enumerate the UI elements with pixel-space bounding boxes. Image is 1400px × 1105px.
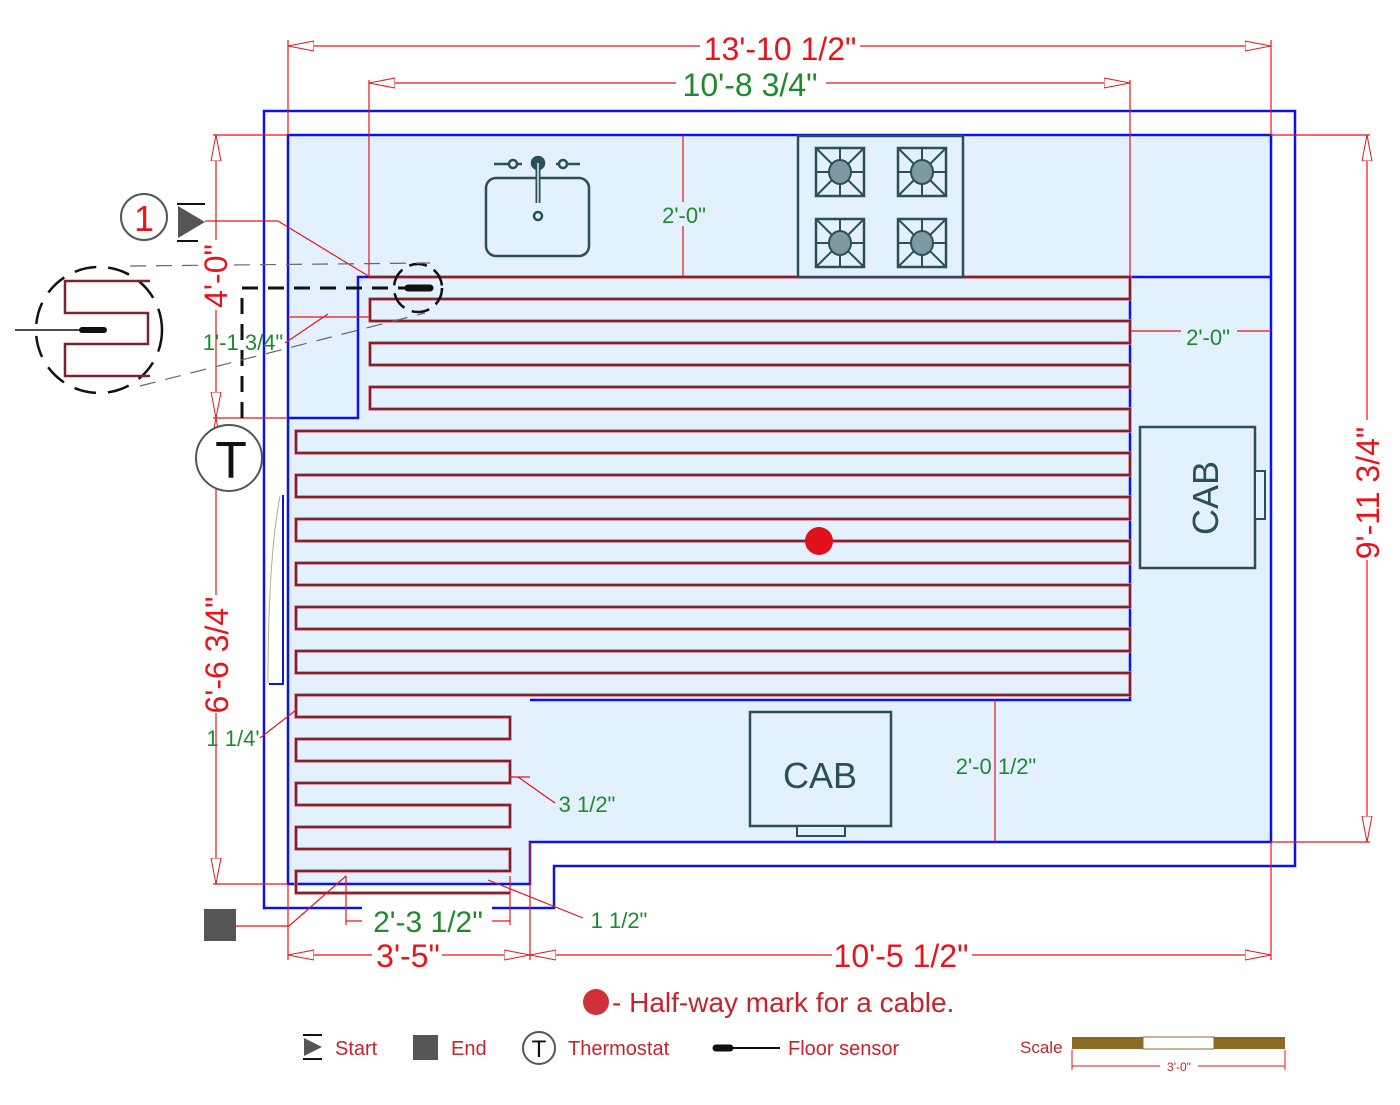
dimension-labels: 13'-10 1/2" 10'-8 3/4" 9'-11 3/4" 4'-0" … [198, 28, 1386, 974]
legend-label-floor-sensor: Floor sensor [788, 1038, 899, 1060]
start-icon [178, 206, 205, 238]
legend-label-end: End [451, 1038, 487, 1060]
dim-lower-run-width: 2'-3 1/2" [373, 906, 483, 939]
cabinet-right-label: CAB [1185, 461, 1226, 535]
cable-path [294, 275, 1132, 895]
dim-cable-area-width: 10'-8 3/4" [683, 67, 818, 103]
dim-bottom-right-width: 10'-5 1/2" [834, 938, 969, 974]
scale-length: 3'-0" [1167, 1060, 1191, 1074]
dim-bottom-left-width: 3'-5" [376, 938, 440, 974]
cabinet-bottom: CAB [748, 710, 893, 837]
thermostat-icon [522, 1031, 556, 1065]
dim-left-lower-height: 6'-6 3/4" [199, 596, 235, 713]
legend-item-start: Start [303, 1034, 378, 1060]
scale-bar: Scale 3'-0" [1020, 1036, 1286, 1074]
cooktop-icon [796, 134, 965, 279]
scale-label: Scale [1020, 1038, 1063, 1057]
sink-icon [484, 155, 591, 258]
legend-item-end: End [413, 1035, 487, 1060]
sensor-wire [129, 262, 444, 418]
dim-left-upper-height: 4'-0" [198, 244, 234, 308]
heating-cable [294, 275, 1132, 895]
legend-thermostat-letter: T [532, 1036, 547, 1063]
burner-icon [896, 217, 948, 269]
dim-overall-height: 9'-11 3/4" [1350, 427, 1386, 560]
legend-item-thermostat: T Thermostat [522, 1031, 670, 1065]
cabinet-right: CAB [1138, 425, 1266, 570]
legend-item-floor-sensor: Floor sensor [712, 1038, 899, 1060]
start-marker: 1 [120, 193, 205, 242]
dim-sensor-offset: 1'-1 3/4" [203, 330, 284, 355]
bottom-counter-zone [530, 275, 1271, 702]
cabinet-bottom-label: CAB [783, 755, 857, 796]
dim-left-gap: 1 1/4' [206, 726, 259, 751]
end-icon [204, 909, 236, 941]
left-notch-zone [288, 275, 370, 420]
thermostat-letter: T [215, 432, 247, 490]
dim-right-gap: 3 1/2" [559, 792, 616, 817]
door-swing [267, 495, 281, 685]
legend-label-thermostat: Thermostat [568, 1038, 670, 1060]
burner-icon [896, 146, 948, 198]
door [269, 495, 284, 685]
end-icon [413, 1035, 438, 1060]
legend-label-start: Start [335, 1038, 378, 1060]
dim-bottom-gap: 1 1/2" [591, 908, 648, 933]
dim-counter-bottom-depth: 2'-0 1/2" [956, 754, 1037, 779]
halfway-mark [805, 527, 833, 555]
dim-overall-width: 13'-10 1/2" [704, 31, 857, 67]
burner-icon [814, 146, 866, 198]
thermostat: T [195, 424, 263, 492]
halfway-note: - Half-way mark for a cable. [612, 987, 954, 1018]
sensor-detail-callout [15, 265, 164, 395]
dim-counter-top-depth: 2'-0" [662, 203, 706, 228]
legend: - Half-way mark for a cable. Start End T… [303, 987, 1286, 1074]
start-number: 1 [134, 198, 154, 239]
start-icon [304, 1038, 322, 1056]
halfway-legend-icon [583, 989, 609, 1015]
dim-counter-right-depth: 2'-0" [1186, 325, 1230, 350]
burner-icon [814, 217, 866, 269]
